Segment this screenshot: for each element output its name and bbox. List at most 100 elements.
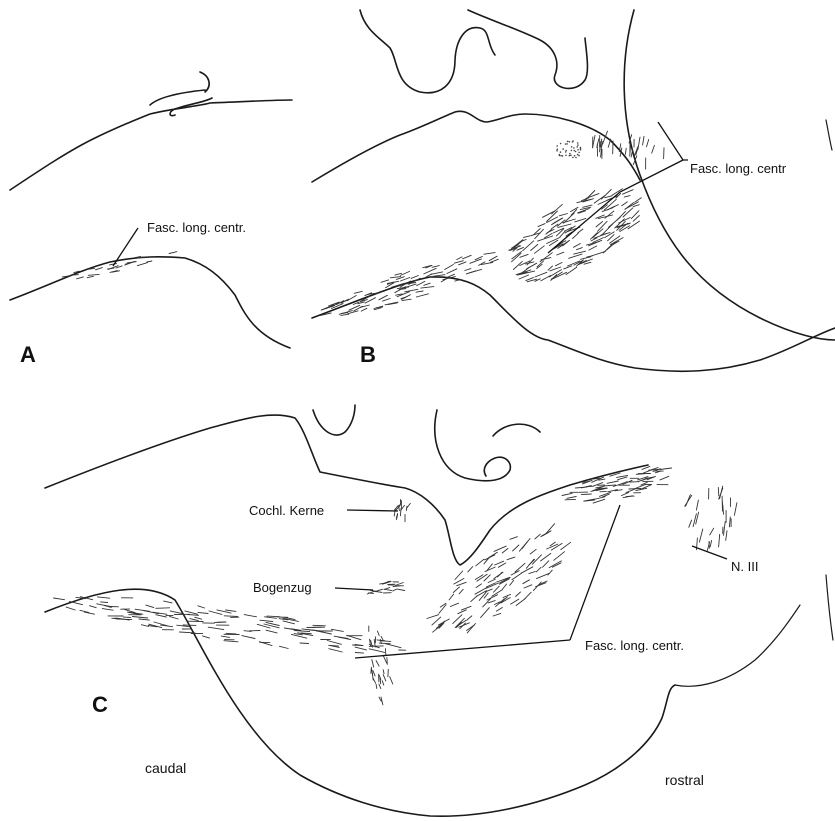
stipple-dot [577, 142, 579, 144]
fiber-stroke [574, 244, 581, 248]
fiber-stroke [226, 633, 236, 634]
fiber-stroke [416, 294, 428, 297]
fiber-stroke [488, 601, 495, 603]
fiber-stroke [543, 561, 549, 567]
fiber-stroke [542, 533, 548, 536]
fiber-stroke [224, 641, 238, 642]
fiber-stroke [66, 607, 75, 610]
fiber-stroke [376, 684, 377, 688]
fiber-stroke [393, 586, 400, 587]
fiber-stroke [432, 617, 441, 625]
panel-c-fasc-label: Fasc. long. centr. [585, 638, 684, 653]
fiber-stroke [445, 265, 454, 270]
fiber-stroke [283, 621, 295, 624]
panel-a-upper-outline [10, 100, 292, 190]
orientation-caudal-label: caudal [145, 760, 186, 776]
fiber-stroke [395, 273, 402, 275]
fiber-stroke [569, 254, 582, 258]
stipple-dot [574, 155, 576, 157]
panel-b-ventral-outline [312, 277, 835, 371]
stipple-dot [576, 146, 578, 148]
fiber-stroke [208, 627, 224, 629]
fiber-stroke [395, 583, 403, 586]
fiber-stroke [498, 572, 503, 577]
panel-c-cochl-label: Cochl. Kerne [249, 503, 324, 518]
fiber-stroke [431, 272, 443, 275]
fiber-stroke [198, 606, 205, 608]
fiber-stroke [548, 266, 553, 270]
fiber-stroke [221, 636, 229, 637]
fiber-stroke [433, 624, 443, 632]
fiber-stroke [379, 643, 390, 644]
fiber-stroke [390, 277, 400, 278]
fiber-stroke [380, 678, 381, 683]
fiber-stroke [242, 636, 255, 639]
fiber-stroke [726, 531, 727, 541]
fiber-stroke [381, 280, 389, 282]
fiber-stroke [718, 487, 719, 495]
fiber-stroke [647, 140, 649, 147]
fiber-stroke [628, 221, 640, 229]
fiber-stroke [102, 609, 113, 611]
fiber-stroke [604, 485, 616, 486]
fiber-stroke [334, 636, 348, 638]
fiber-stroke [536, 583, 546, 587]
fiber-stroke [390, 677, 393, 684]
fiber-stroke [110, 264, 117, 265]
fiber-stroke [496, 599, 505, 607]
fiber-stroke [546, 524, 555, 534]
fiber-stroke [90, 606, 97, 608]
fiber-stroke [566, 267, 577, 274]
fiber-stroke [549, 561, 561, 568]
fiber-stroke [400, 509, 401, 516]
fiber-stroke [203, 636, 210, 638]
fiber-stroke [107, 268, 114, 269]
fiber-stroke [266, 630, 277, 633]
fiber-stroke [280, 646, 289, 648]
fiber-stroke [485, 555, 495, 560]
stipple-dot [569, 141, 571, 143]
panel-a-fasc-leader [113, 228, 138, 266]
fiber-stroke [132, 617, 147, 619]
fiber-stroke [329, 649, 343, 652]
fiber-stroke [327, 641, 341, 645]
stipple-dot [556, 145, 558, 147]
fiber-stroke [402, 299, 411, 300]
stipple-dot [565, 150, 567, 152]
fiber-stroke [393, 589, 397, 591]
fiber-stroke [513, 261, 522, 269]
fiber-stroke [294, 631, 309, 632]
fiber-stroke [369, 649, 384, 653]
fiber-stroke [336, 300, 348, 304]
fiber-stroke [507, 557, 515, 560]
fiber-stroke [453, 587, 459, 593]
fiber-stroke [458, 610, 467, 614]
fiber-stroke [724, 522, 726, 536]
fiber-stroke [156, 608, 170, 609]
fiber-stroke [493, 613, 501, 616]
fiber-stroke [710, 528, 714, 535]
fiber-stroke [185, 611, 198, 614]
panel-b: Fasc. long. centr B [312, 10, 835, 371]
fiber-stroke [384, 656, 387, 663]
stipple-dot [570, 154, 572, 156]
fiber-stroke [693, 514, 696, 527]
fiber-stroke [510, 537, 518, 540]
fiber-stroke [88, 274, 99, 275]
fiber-stroke [538, 224, 545, 227]
fiber-stroke [510, 580, 514, 585]
fiber-stroke [543, 211, 556, 218]
fiber-stroke [498, 563, 505, 567]
stipple-dot [575, 151, 577, 153]
fiber-stroke [476, 584, 482, 588]
fiber-stroke [354, 291, 362, 293]
stipple-dot [577, 154, 579, 156]
fiber-stroke [77, 277, 84, 279]
fiber-stroke [300, 643, 309, 644]
fiber-stroke [607, 481, 618, 483]
fiber-stroke [625, 148, 626, 154]
fiber-stroke [313, 625, 326, 626]
fiber-stroke [575, 487, 586, 488]
fiber-stroke [406, 506, 407, 511]
fiber-stroke [516, 592, 521, 597]
